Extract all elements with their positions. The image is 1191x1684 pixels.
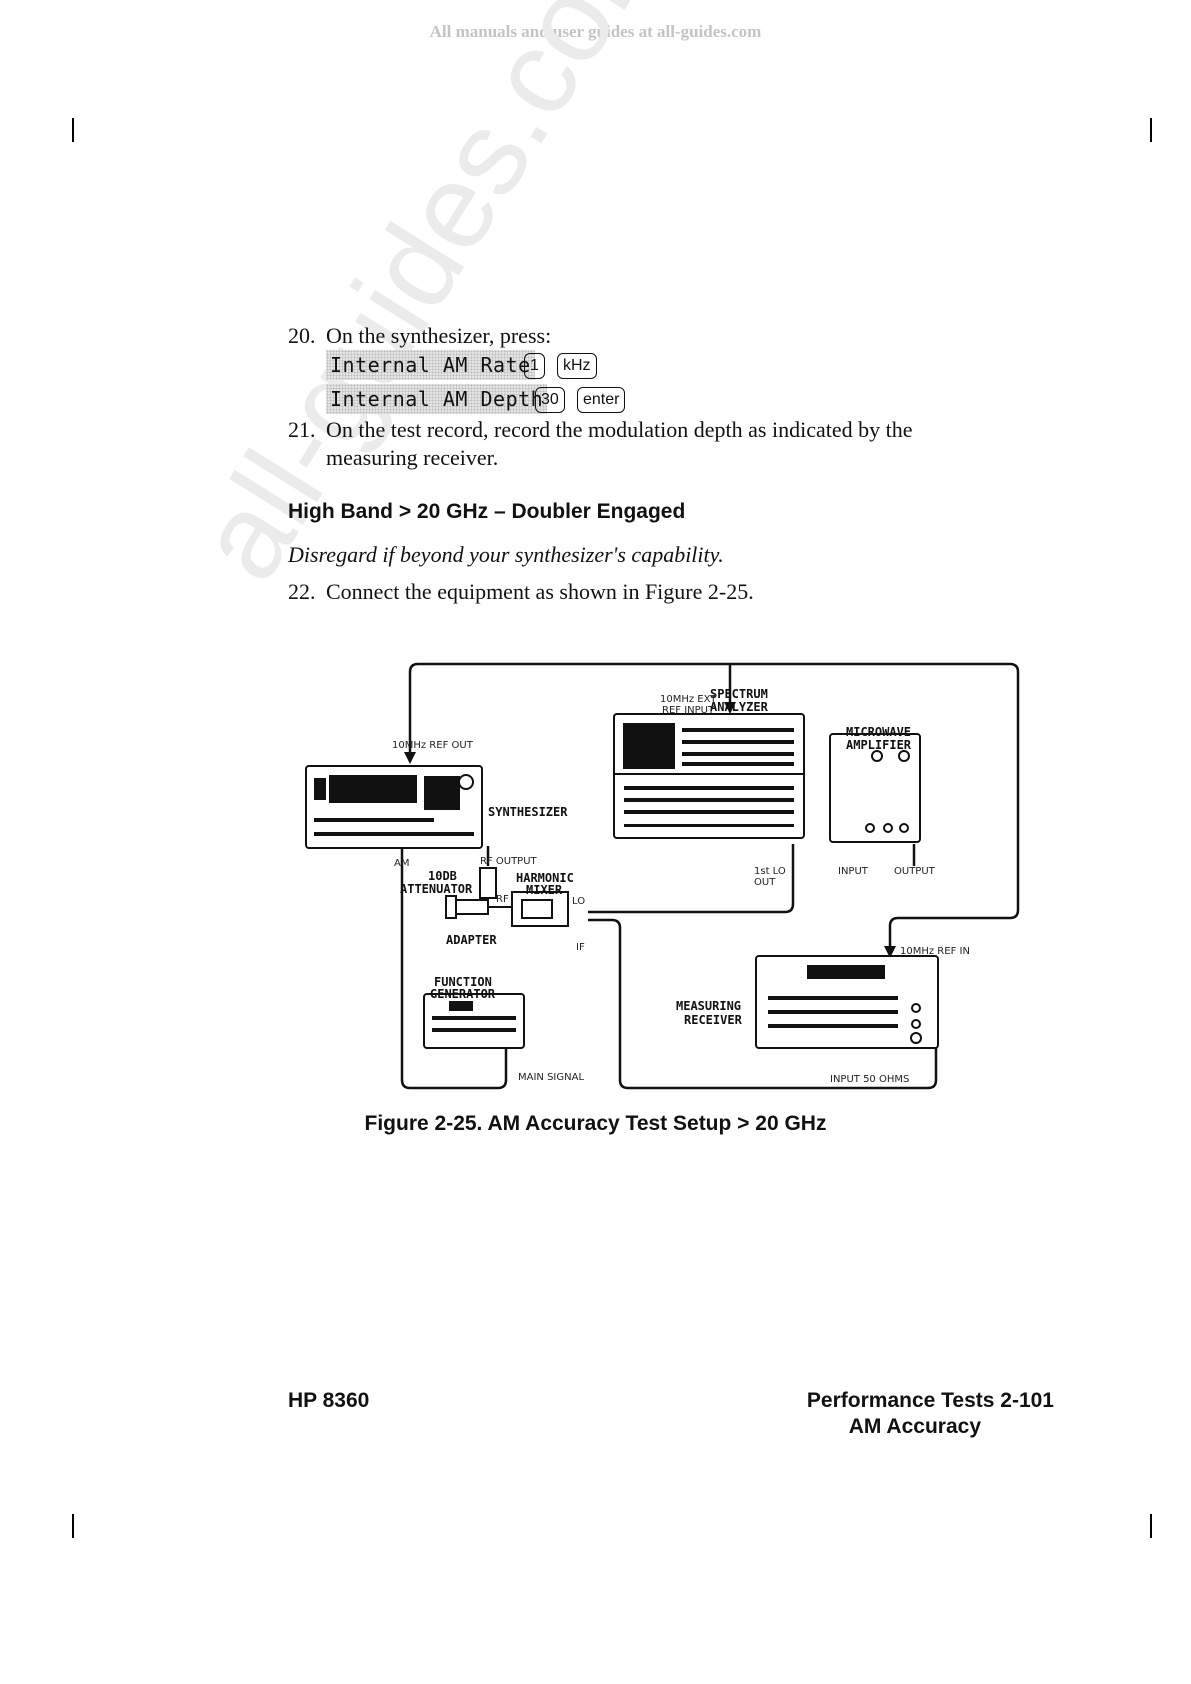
label-ref-in: 10MHz REF IN bbox=[900, 946, 970, 957]
arrow-icon bbox=[724, 702, 736, 714]
label-ref-input: REF INPUT bbox=[662, 705, 715, 716]
label-function: FUNCTION bbox=[434, 975, 492, 989]
label-microwave: MICROWAVE bbox=[846, 725, 911, 739]
step-number: 22. bbox=[288, 579, 316, 604]
label-spectrum: SPECTRUM bbox=[710, 687, 768, 701]
softkey-internal-am-depth: Internal AM Depth bbox=[326, 384, 548, 414]
label-out: OUT bbox=[754, 877, 776, 888]
function-generator bbox=[423, 993, 525, 1049]
label-rf-output: RF OUTPUT bbox=[480, 856, 538, 867]
softkey-internal-am-rate: Internal AM Rate bbox=[326, 350, 535, 380]
label-attenuator: ATTENUATOR bbox=[400, 882, 473, 896]
label-10db: 10DB bbox=[428, 869, 457, 883]
cable-am bbox=[400, 846, 508, 1090]
label-rf: RF bbox=[496, 894, 509, 905]
step-number: 21. bbox=[288, 417, 316, 442]
label-mixer: MIXER bbox=[526, 883, 563, 897]
cable-lo bbox=[588, 844, 795, 914]
synthesizer-keys bbox=[314, 776, 474, 836]
cable-if bbox=[588, 918, 938, 1090]
label-input: INPUT bbox=[838, 866, 869, 877]
hardkey-1: 1 bbox=[524, 353, 545, 379]
crop-mark bbox=[1150, 1514, 1152, 1538]
hardkey-30: 30 bbox=[535, 387, 565, 413]
arrow-icon bbox=[404, 752, 416, 764]
label-ref-out: 10MHz REF OUT bbox=[392, 740, 474, 751]
label-input-50: INPUT 50 OHMS bbox=[830, 1074, 909, 1085]
step-number: 20. bbox=[288, 323, 316, 348]
figure-caption: Figure 2-25. AM Accuracy Test Setup > 20… bbox=[364, 1112, 827, 1135]
harmonic-mixer bbox=[488, 891, 569, 927]
label-output: OUTPUT bbox=[894, 866, 936, 877]
microwave-amplifier bbox=[829, 733, 921, 843]
label-am: AM bbox=[394, 858, 409, 869]
crop-mark bbox=[72, 118, 74, 142]
site-banner: All manuals and user guides at all-guide… bbox=[429, 22, 762, 41]
footer-section: Performance Tests 2-101 bbox=[806, 1389, 1054, 1412]
equipment-setup-diagram: SPECTRUM ANALYZER 10MHz EXT REF INPUT 10… bbox=[305, 662, 1020, 1090]
footer-subsection: AM Accuracy bbox=[848, 1415, 981, 1438]
measuring-receiver bbox=[755, 955, 939, 1049]
label-ext-ref: 10MHz EXT bbox=[660, 694, 717, 705]
cable-ref bbox=[408, 662, 1020, 948]
section-heading: High Band > 20 GHz – Doubler Engaged bbox=[288, 500, 686, 523]
note: Disregard if beyond your synthesizer's c… bbox=[288, 542, 724, 567]
step-text: Connect the equipment as shown in Figure… bbox=[326, 579, 754, 604]
label-if: IF bbox=[576, 942, 585, 953]
step-text: On the test record, record the modulatio… bbox=[326, 417, 913, 470]
spectrum-analyzer bbox=[613, 713, 805, 839]
label-main-signal: MAIN SIGNAL bbox=[518, 1072, 584, 1083]
label-amplifier: AMPLIFIER bbox=[846, 738, 912, 752]
attenuator bbox=[479, 867, 497, 899]
label-lo: LO bbox=[572, 896, 585, 907]
label-1st-lo: 1st LO bbox=[754, 866, 786, 877]
label-analyzer: ANALYZER bbox=[710, 700, 769, 714]
footer-model: HP 8360 bbox=[288, 1389, 370, 1412]
crop-mark bbox=[1150, 118, 1152, 142]
label-generator: GENERATOR bbox=[430, 987, 496, 1001]
label-synthesizer: SYNTHESIZER bbox=[488, 805, 568, 819]
label-measuring: MEASURING bbox=[676, 999, 741, 1013]
hardkey-enter: enter bbox=[577, 387, 626, 413]
label-harmonic: HARMONIC bbox=[516, 871, 574, 885]
label-receiver: RECEIVER bbox=[684, 1013, 743, 1027]
arrow-icon bbox=[884, 946, 896, 958]
hardkey-khz: kHz bbox=[557, 353, 597, 379]
crop-mark bbox=[72, 1514, 74, 1538]
spectrum-analyzer-keys bbox=[624, 728, 794, 827]
adapter bbox=[445, 895, 489, 919]
step-text: On the synthesizer, press: bbox=[326, 323, 552, 348]
label-adapter: ADAPTER bbox=[446, 933, 497, 947]
